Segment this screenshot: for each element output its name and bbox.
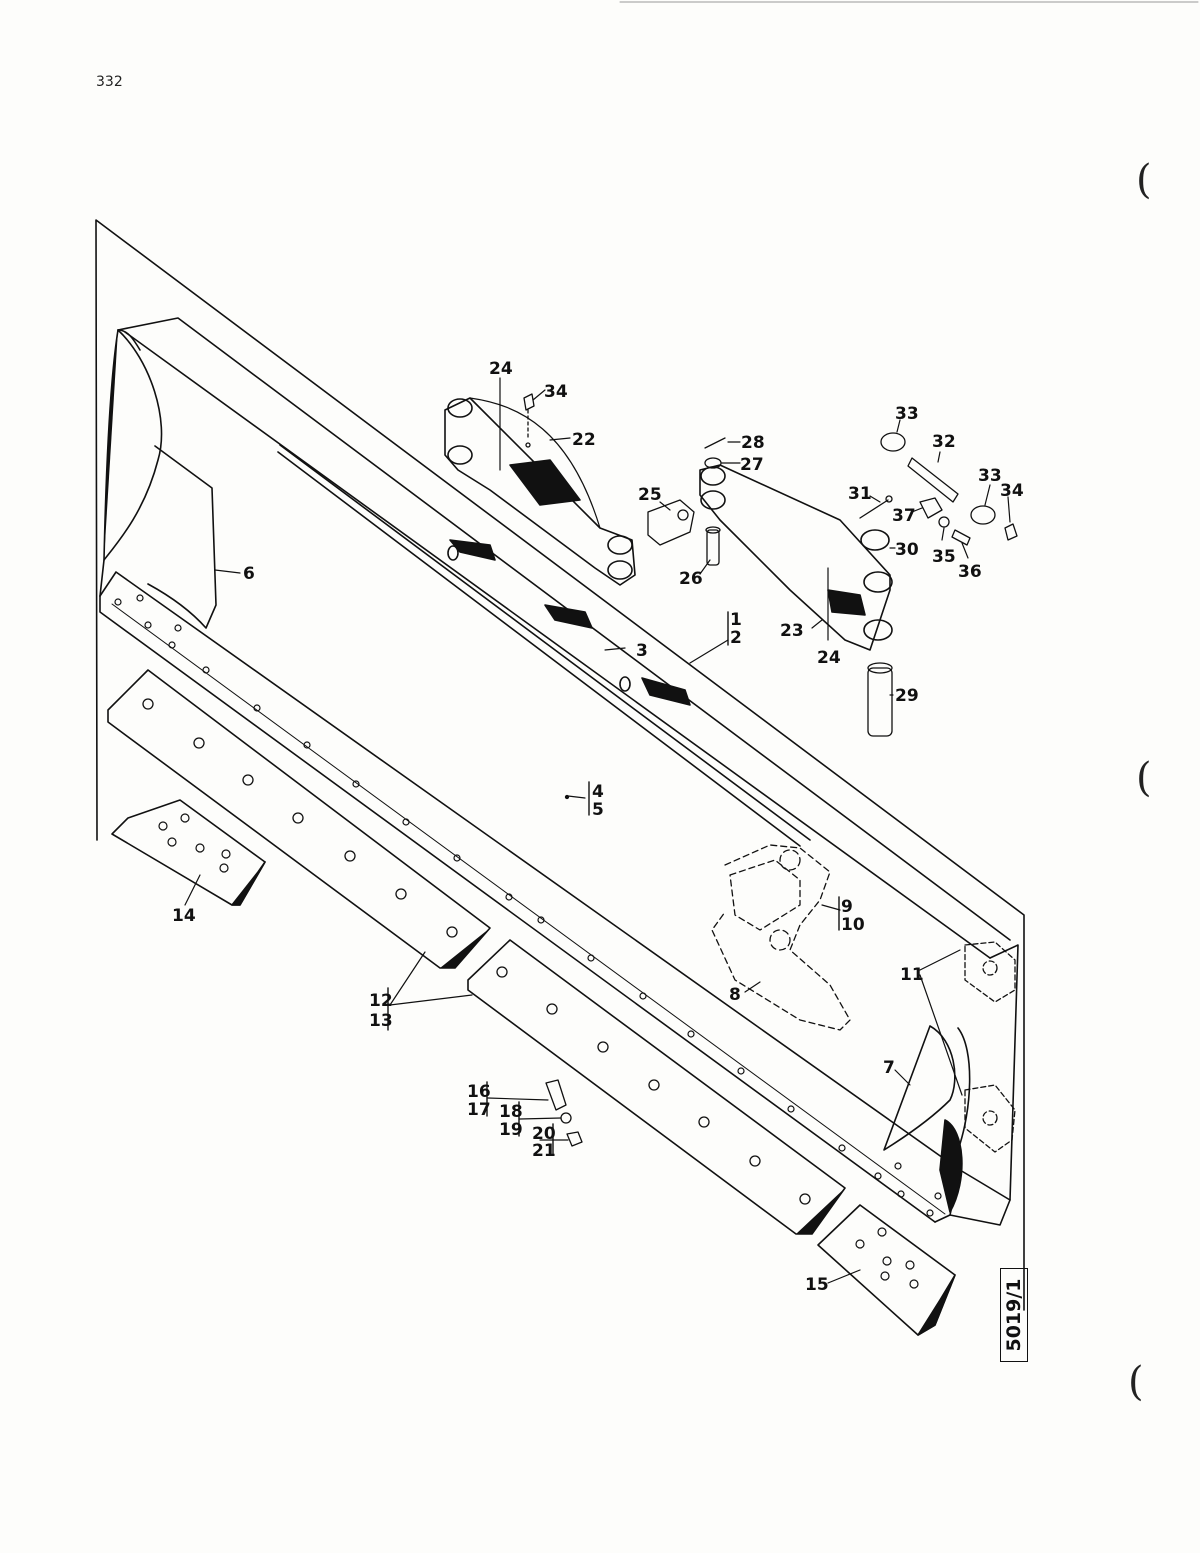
binder-hole-top: ( <box>1136 157 1152 203</box>
rail-bolt-holes <box>114 594 942 1217</box>
binder-hole-middle: ( <box>1136 755 1152 801</box>
callout-18: 18 <box>499 1102 523 1122</box>
push-arm-bracket <box>711 844 851 1031</box>
callout-17: 17 <box>467 1100 491 1120</box>
callout-12: 12 <box>369 991 393 1011</box>
end-bit-right <box>817 1204 956 1336</box>
callout-1: 1 <box>730 610 742 630</box>
right-end-plate <box>883 1025 971 1213</box>
callout-32: 32 <box>932 432 956 452</box>
upper-link-arm <box>444 397 636 586</box>
callout-33-left: 33 <box>895 404 919 424</box>
binder-hole-bottom: ( <box>1128 1359 1144 1405</box>
callout-26: 26 <box>679 569 703 589</box>
callout-11: 11 <box>900 965 924 985</box>
callout-29: 29 <box>895 686 919 706</box>
callout-34-right: 34 <box>1000 481 1024 501</box>
leader-lines <box>184 377 1011 1284</box>
left-end-plate <box>99 329 217 629</box>
callout-37: 37 <box>892 506 916 526</box>
callout-16: 16 <box>467 1082 491 1102</box>
callout-13: 13 <box>369 1011 393 1031</box>
callout-35: 35 <box>932 547 956 567</box>
callout-34-upper: 34 <box>544 382 568 402</box>
callout-4: 4 <box>592 782 604 802</box>
callout-labels: 1 2 3 4 5 6 7 8 9 10 11 12 13 14 15 16 1… <box>172 359 1024 1295</box>
callout-7: 7 <box>883 1058 895 1078</box>
back-stiffener <box>447 539 691 706</box>
callout-27: 27 <box>740 455 764 475</box>
callout-28: 28 <box>741 433 765 453</box>
callout-33-right: 33 <box>978 466 1002 486</box>
callout-3: 3 <box>636 641 648 661</box>
callout-30: 30 <box>895 540 919 560</box>
callout-9: 9 <box>841 897 853 917</box>
callout-20: 20 <box>532 1124 556 1144</box>
callout-6: 6 <box>243 564 255 584</box>
callout-8: 8 <box>729 985 741 1005</box>
callout-25: 25 <box>638 485 662 505</box>
callout-22: 22 <box>572 430 596 450</box>
callout-24-upper: 24 <box>489 359 513 379</box>
lower-link-arm <box>699 464 893 651</box>
callout-36: 36 <box>958 562 982 582</box>
callout-2: 2 <box>730 628 742 648</box>
callout-21: 21 <box>532 1141 556 1161</box>
page-number: 332 <box>96 74 123 90</box>
cutting-edge-right <box>467 939 846 1235</box>
label-dividers <box>387 611 840 1155</box>
end-bit-left <box>111 799 266 906</box>
callout-14: 14 <box>172 906 196 926</box>
hinge-brackets-right <box>964 941 1016 1153</box>
callout-15: 15 <box>805 1275 829 1295</box>
blade-body <box>99 317 1019 1226</box>
callout-31: 31 <box>848 484 872 504</box>
callout-5: 5 <box>592 800 604 820</box>
small-parts <box>523 393 1018 1147</box>
frame-plane <box>95 219 1025 1311</box>
callout-24-lower: 24 <box>817 648 841 668</box>
callout-10: 10 <box>841 915 865 935</box>
callout-19: 19 <box>499 1120 523 1140</box>
callout-23: 23 <box>780 621 804 641</box>
cutting-edge-left <box>107 669 491 969</box>
